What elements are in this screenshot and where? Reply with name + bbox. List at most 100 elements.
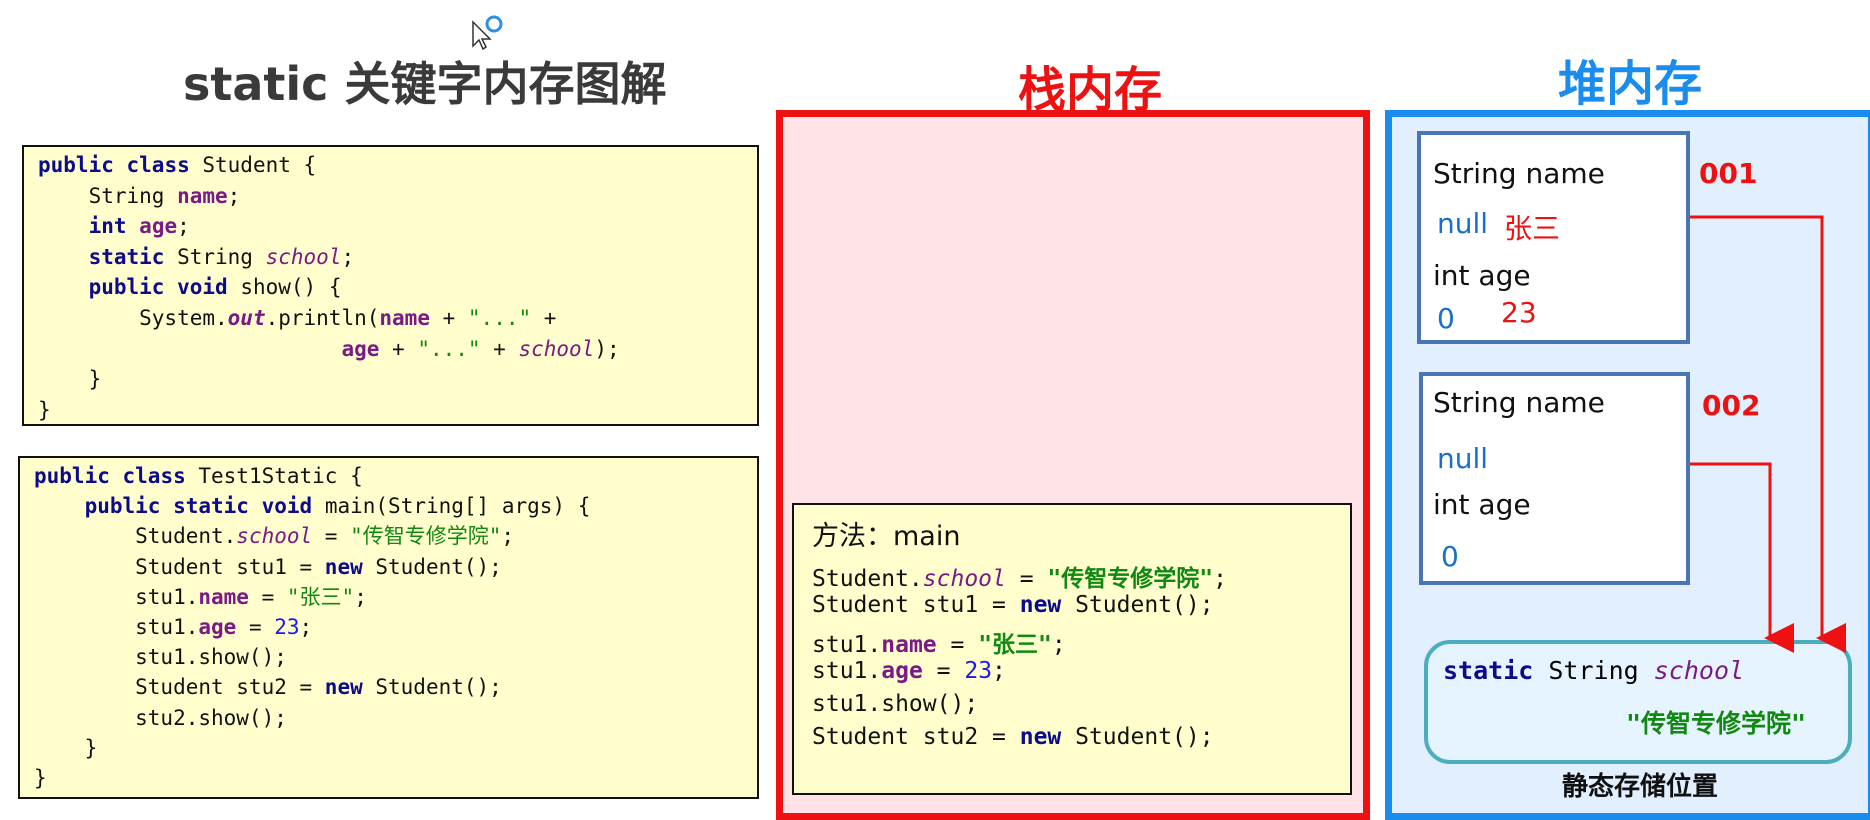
code-token: school xyxy=(265,244,342,269)
code-token: } xyxy=(34,735,98,760)
static-field-value: "传智专修学院" xyxy=(1626,709,1807,738)
code-token: age xyxy=(881,658,923,684)
code-token: Student(); xyxy=(362,554,502,579)
code-token: stu1.show(); xyxy=(34,645,287,670)
code-token: static xyxy=(1443,656,1534,685)
code-token xyxy=(110,464,123,488)
code-token: = xyxy=(248,584,287,609)
code-line: String name; xyxy=(38,182,241,211)
code-token: ; xyxy=(227,183,241,208)
code-token xyxy=(38,337,341,361)
code-token: new xyxy=(324,554,363,579)
code-token: } xyxy=(38,367,102,392)
code-token: new xyxy=(1019,592,1062,618)
code-line: public class Test1Static { xyxy=(34,462,363,491)
code-token: void xyxy=(261,494,313,519)
code-token: = xyxy=(936,632,979,658)
code-token: Student stu1 = xyxy=(812,592,1020,618)
code-token: int xyxy=(88,214,127,239)
mouse-cursor-icon xyxy=(472,15,503,50)
code-token: = xyxy=(1005,566,1048,592)
code-token: new xyxy=(1019,724,1062,750)
code-token: school xyxy=(1653,656,1745,685)
code-token: ; xyxy=(341,244,355,269)
code-token: } xyxy=(38,397,51,422)
obj1-age-value: 23 xyxy=(1501,296,1537,329)
code-line: stu1.age = 23; xyxy=(34,613,312,642)
code-line: public static void main(String[] args) { xyxy=(34,492,591,521)
stack-code-line: Student.school = "传智专修学院"; xyxy=(812,559,1227,593)
code-token: stu1. xyxy=(812,632,882,658)
code-token: public xyxy=(38,153,114,177)
code-line: public class Student { xyxy=(38,151,316,180)
code-token: "张三" xyxy=(978,632,1052,658)
code-line: } xyxy=(34,734,98,763)
obj2-name-default: null xyxy=(1437,442,1489,475)
code-token: ; xyxy=(992,658,1006,684)
code-token: ; xyxy=(1213,566,1227,592)
code-token xyxy=(164,275,177,299)
code-token: 23 xyxy=(964,658,993,684)
method-label: 方法：main xyxy=(812,521,961,552)
code-token: name xyxy=(198,584,249,609)
code-token: age xyxy=(198,615,237,639)
code-line: stu1.name = "张三"; xyxy=(34,583,367,612)
code-token xyxy=(249,494,262,518)
code-line: } xyxy=(34,764,47,793)
code-token xyxy=(127,214,140,238)
code-token: Student(); xyxy=(362,675,502,700)
code-token: + xyxy=(480,336,519,361)
code-line: stu2.show(); xyxy=(34,704,287,733)
code-token: Student stu1 = xyxy=(34,554,325,579)
code-token: ; xyxy=(501,524,515,549)
stack-code-line: stu1.name = "张三"; xyxy=(812,625,1066,659)
code-line: } xyxy=(38,396,51,425)
stack-code-line: Student stu1 = new Student(); xyxy=(812,592,1214,618)
code-token: ; xyxy=(177,214,190,239)
code-token: Student. xyxy=(34,524,237,549)
code-token: new xyxy=(324,675,363,700)
code-line: Student stu1 = new Student(); xyxy=(34,553,502,582)
code-token: ; xyxy=(354,584,367,609)
code-token: stu1. xyxy=(34,615,199,639)
code-token: school xyxy=(236,524,313,549)
code-token: show() { xyxy=(227,275,342,300)
obj1-age-label: int age xyxy=(1433,259,1531,292)
code-token: school xyxy=(518,336,595,361)
heap-object-002 xyxy=(1419,372,1690,585)
code-token: public xyxy=(34,464,110,488)
code-token: "传智专修学院" xyxy=(350,524,502,549)
code-token: class xyxy=(126,153,190,177)
obj1-age-default: 0 xyxy=(1437,302,1455,335)
code-token: "..." xyxy=(417,336,481,361)
obj1-name-value: 张三 xyxy=(1504,212,1561,245)
obj1-name-default: null xyxy=(1437,207,1489,240)
obj2-age-label: int age xyxy=(1433,488,1531,521)
stack-code-line: Student stu2 = new Student(); xyxy=(812,724,1214,750)
static-storage-caption: 静态存储位置 xyxy=(1562,772,1719,802)
code-token: .println( xyxy=(265,306,380,330)
code-token: + xyxy=(379,336,418,361)
code-token: ); xyxy=(594,336,620,361)
code-token: Student(); xyxy=(1061,724,1214,750)
code-line: System.out.println(name + "..." + xyxy=(38,304,556,333)
code-token: main(String[] args) { xyxy=(312,494,591,519)
main-method-frame xyxy=(792,503,1352,795)
code-line: Student.school = "传智专修学院"; xyxy=(34,522,514,551)
code-token: = xyxy=(312,524,351,549)
test-class-code: public class Test1Static { public static… xyxy=(18,456,759,799)
code-token xyxy=(34,494,85,518)
stack-code-line: stu1.age = 23; xyxy=(812,658,1006,684)
code-token: String xyxy=(1533,656,1654,685)
code-token: Student stu2 = xyxy=(34,675,325,700)
obj2-age-default: 0 xyxy=(1441,540,1459,573)
code-token: Student stu2 = xyxy=(812,724,1020,750)
code-token: stu1. xyxy=(34,584,199,609)
code-token: System. xyxy=(38,306,228,330)
code-token xyxy=(38,275,89,299)
code-token xyxy=(160,494,173,518)
code-token: = xyxy=(922,658,965,684)
code-line: Student stu2 = new Student(); xyxy=(34,673,502,702)
obj1-name-label: String name xyxy=(1433,157,1605,190)
code-token: Test1Static { xyxy=(185,464,363,488)
